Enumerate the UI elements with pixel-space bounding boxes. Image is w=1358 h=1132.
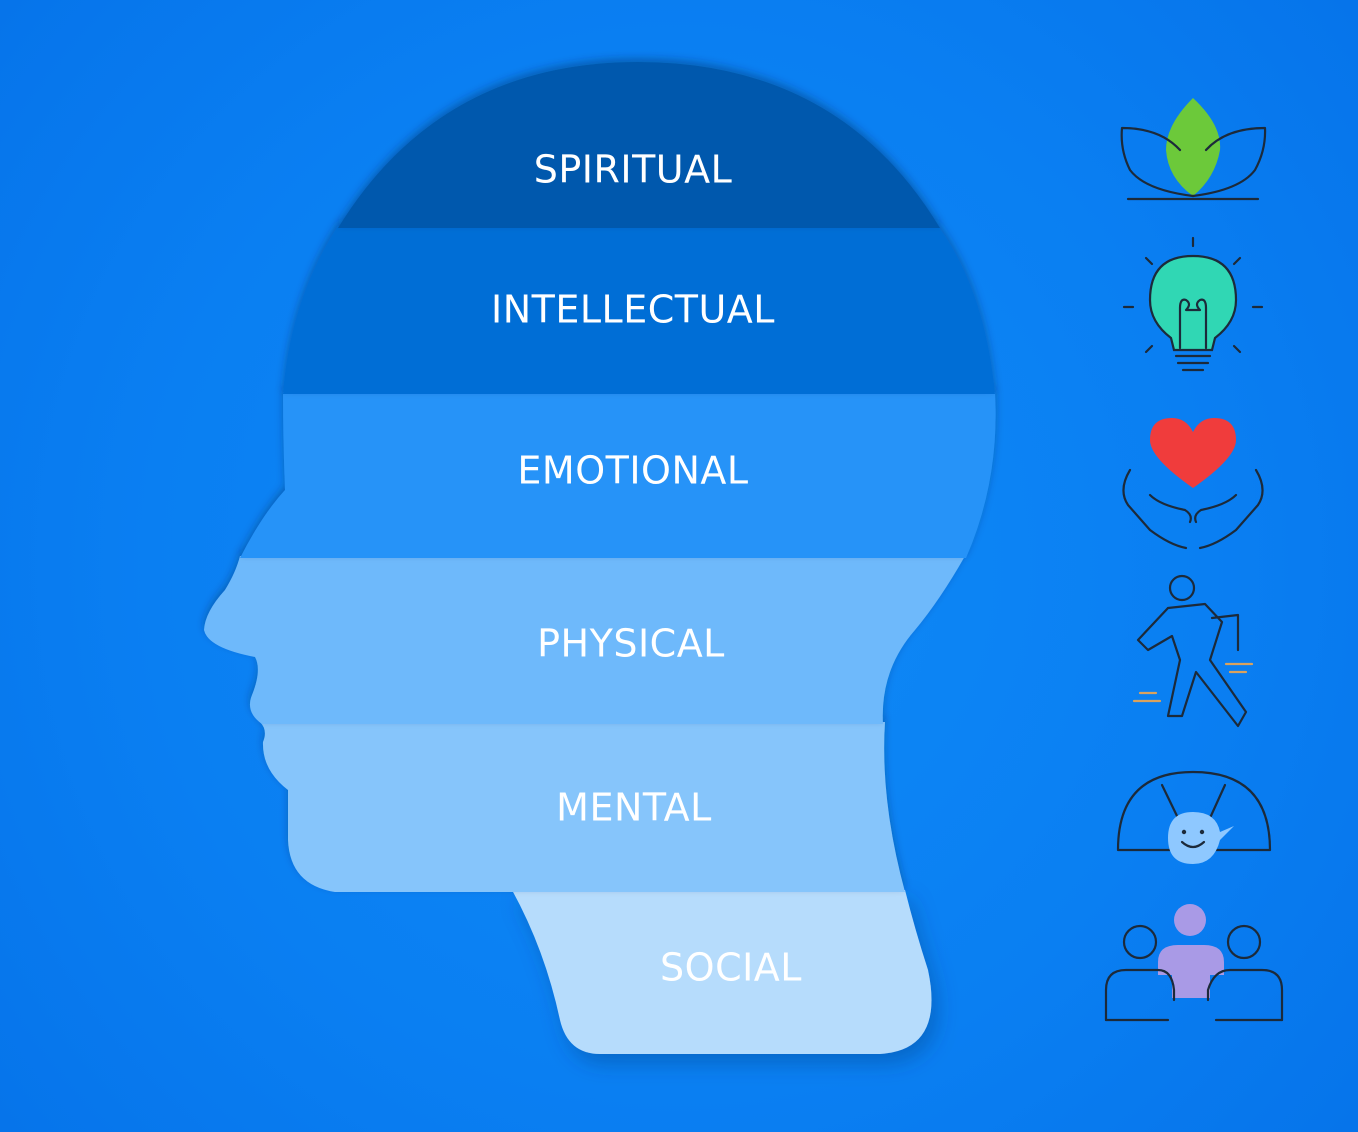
band-label-social: SOCIAL — [660, 946, 802, 990]
lightbulb-icon — [1122, 236, 1264, 372]
band-mental: MENTAL — [260, 722, 905, 892]
band-label-intellectual: INTELLECTUAL — [491, 288, 775, 332]
band-spiritual: SPIRITUAL — [338, 62, 940, 228]
band-label-physical: PHYSICAL — [537, 622, 725, 666]
running-person-icon — [1132, 574, 1254, 728]
band-label-spiritual: SPIRITUAL — [534, 148, 733, 192]
heart-hands-icon — [1122, 418, 1264, 550]
lotus-icon — [1120, 98, 1267, 201]
band-intellectual: INTELLECTUAL — [283, 226, 995, 394]
group-people-icon — [1104, 904, 1284, 1022]
band-emotional: EMOTIONAL — [240, 392, 996, 558]
band-physical: PHYSICAL — [204, 556, 965, 724]
smile-gauge-icon — [1116, 770, 1272, 864]
band-label-emotional: EMOTIONAL — [517, 449, 748, 493]
band-social: SOCIAL — [512, 890, 932, 1054]
band-label-mental: MENTAL — [556, 786, 712, 830]
